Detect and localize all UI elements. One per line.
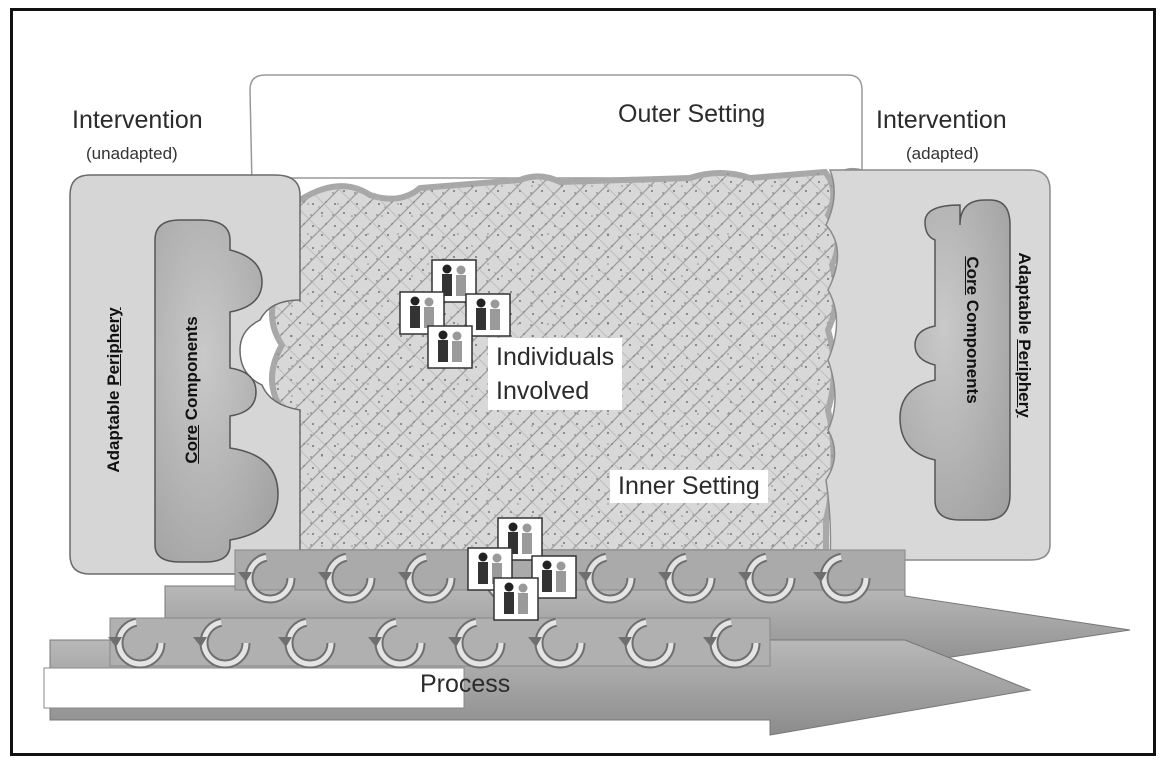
person-card	[494, 578, 538, 620]
adaptable-periphery-left: Adaptable Periphery	[104, 290, 124, 490]
person-card	[428, 326, 472, 368]
outer-setting-shape	[250, 75, 862, 185]
outer-setting-label: Outer Setting	[618, 100, 765, 129]
adaptable-periphery-right: Adaptable Periphery	[1014, 235, 1034, 435]
intervention-left-title: Intervention	[72, 106, 203, 135]
process-white-strip	[44, 668, 464, 708]
process-label: Process	[420, 670, 510, 699]
intervention-right-title: Intervention	[876, 106, 1007, 135]
individuals-label: Individuals Involved	[488, 338, 622, 410]
core-components-left: Core Components	[182, 290, 202, 490]
intervention-right-subtitle: (adapted)	[906, 144, 979, 164]
intervention-left-subtitle: (unadapted)	[86, 144, 178, 164]
individuals-line2: Involved	[496, 374, 614, 408]
inner-setting-label: Inner Setting	[610, 470, 768, 503]
core-components-right: Core Components	[962, 230, 982, 430]
individuals-line1: Individuals	[496, 340, 614, 374]
